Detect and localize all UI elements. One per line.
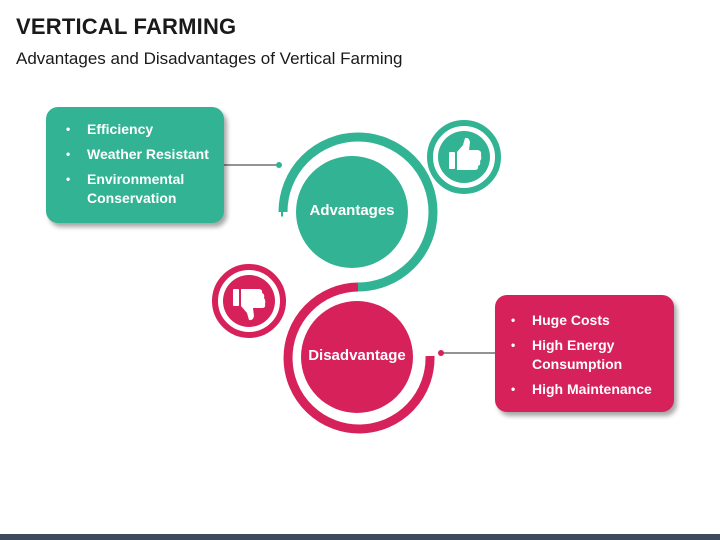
list-item: •Environmental Conservation (66, 171, 185, 206)
advantages-list: •Efficiency •Weather Resistant •Environm… (64, 120, 214, 208)
page-title: VERTICAL FARMING (16, 14, 237, 39)
disadvantages-list: •Huge Costs •High Energy Consumption •Hi… (509, 311, 666, 399)
disadvantages-label: Disadvantage (308, 347, 406, 364)
footer-bar (0, 534, 720, 540)
list-item: •Efficiency (66, 121, 154, 137)
thumbs-up-icon (449, 137, 482, 170)
bullet-icon: • (66, 172, 71, 186)
advantages-label: Advantages (309, 202, 395, 219)
bullet-icon: • (66, 147, 71, 161)
list-item: •Huge Costs (511, 312, 610, 328)
list-item: •Weather Resistant (66, 146, 209, 162)
bullet-icon: • (66, 122, 71, 136)
bullet-icon: • (511, 313, 516, 327)
page-subtitle: Advantages and Disadvantages of Vertical… (16, 49, 403, 68)
thumbs-down-icon (233, 289, 266, 321)
advantages-ring (278, 132, 438, 292)
disadvantages-ring (283, 282, 435, 434)
bullet-icon: • (511, 382, 516, 396)
disadvantages-circle (301, 301, 413, 413)
disadvantages-box: •Huge Costs •High Energy Consumption •Hi… (495, 295, 674, 412)
list-item: •High Energy Consumption (511, 337, 623, 372)
bullet-icon: • (511, 338, 516, 352)
advantages-box: •Efficiency •Weather Resistant •Environm… (46, 107, 224, 223)
list-item: •High Maintenance (511, 381, 652, 397)
disadvantages-connector-dot (438, 350, 444, 356)
advantages-connector-dot (276, 162, 282, 168)
advantages-circle (296, 156, 408, 268)
